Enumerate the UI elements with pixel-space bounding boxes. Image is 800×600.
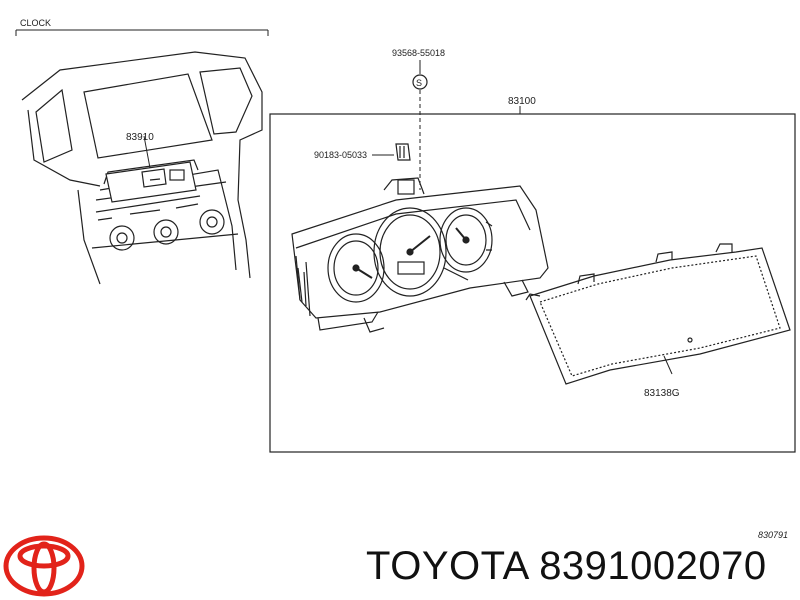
dashboard-panel-drawing bbox=[21, 51, 263, 285]
brand-name: TOYOTA bbox=[366, 544, 528, 588]
part-label-meter-assy: 83100 bbox=[508, 96, 536, 107]
clip-drawing bbox=[395, 143, 411, 161]
meter-assembly-frame bbox=[269, 113, 796, 453]
part-label-screw: 93568-55018 bbox=[392, 48, 445, 58]
screw-symbol-label: S bbox=[416, 78, 422, 88]
part-number: 8391002070 bbox=[539, 544, 767, 588]
footer-part-title: TOYOTA 8391002070 bbox=[366, 544, 767, 589]
instrument-cluster-drawing bbox=[291, 177, 549, 333]
cluster-glass-drawing bbox=[525, 243, 791, 385]
part-label-clock: 83910 bbox=[126, 132, 154, 143]
part-label-glass: 83138G bbox=[644, 388, 680, 399]
part-label-clip: 90183-05033 bbox=[314, 150, 367, 160]
screw-symbol-icon bbox=[412, 74, 428, 90]
section-label: CLOCK bbox=[20, 18, 51, 28]
toyota-logo-icon bbox=[3, 535, 85, 597]
clock-unit-drawing bbox=[105, 135, 197, 203]
figure-code: 830791 bbox=[758, 530, 788, 540]
